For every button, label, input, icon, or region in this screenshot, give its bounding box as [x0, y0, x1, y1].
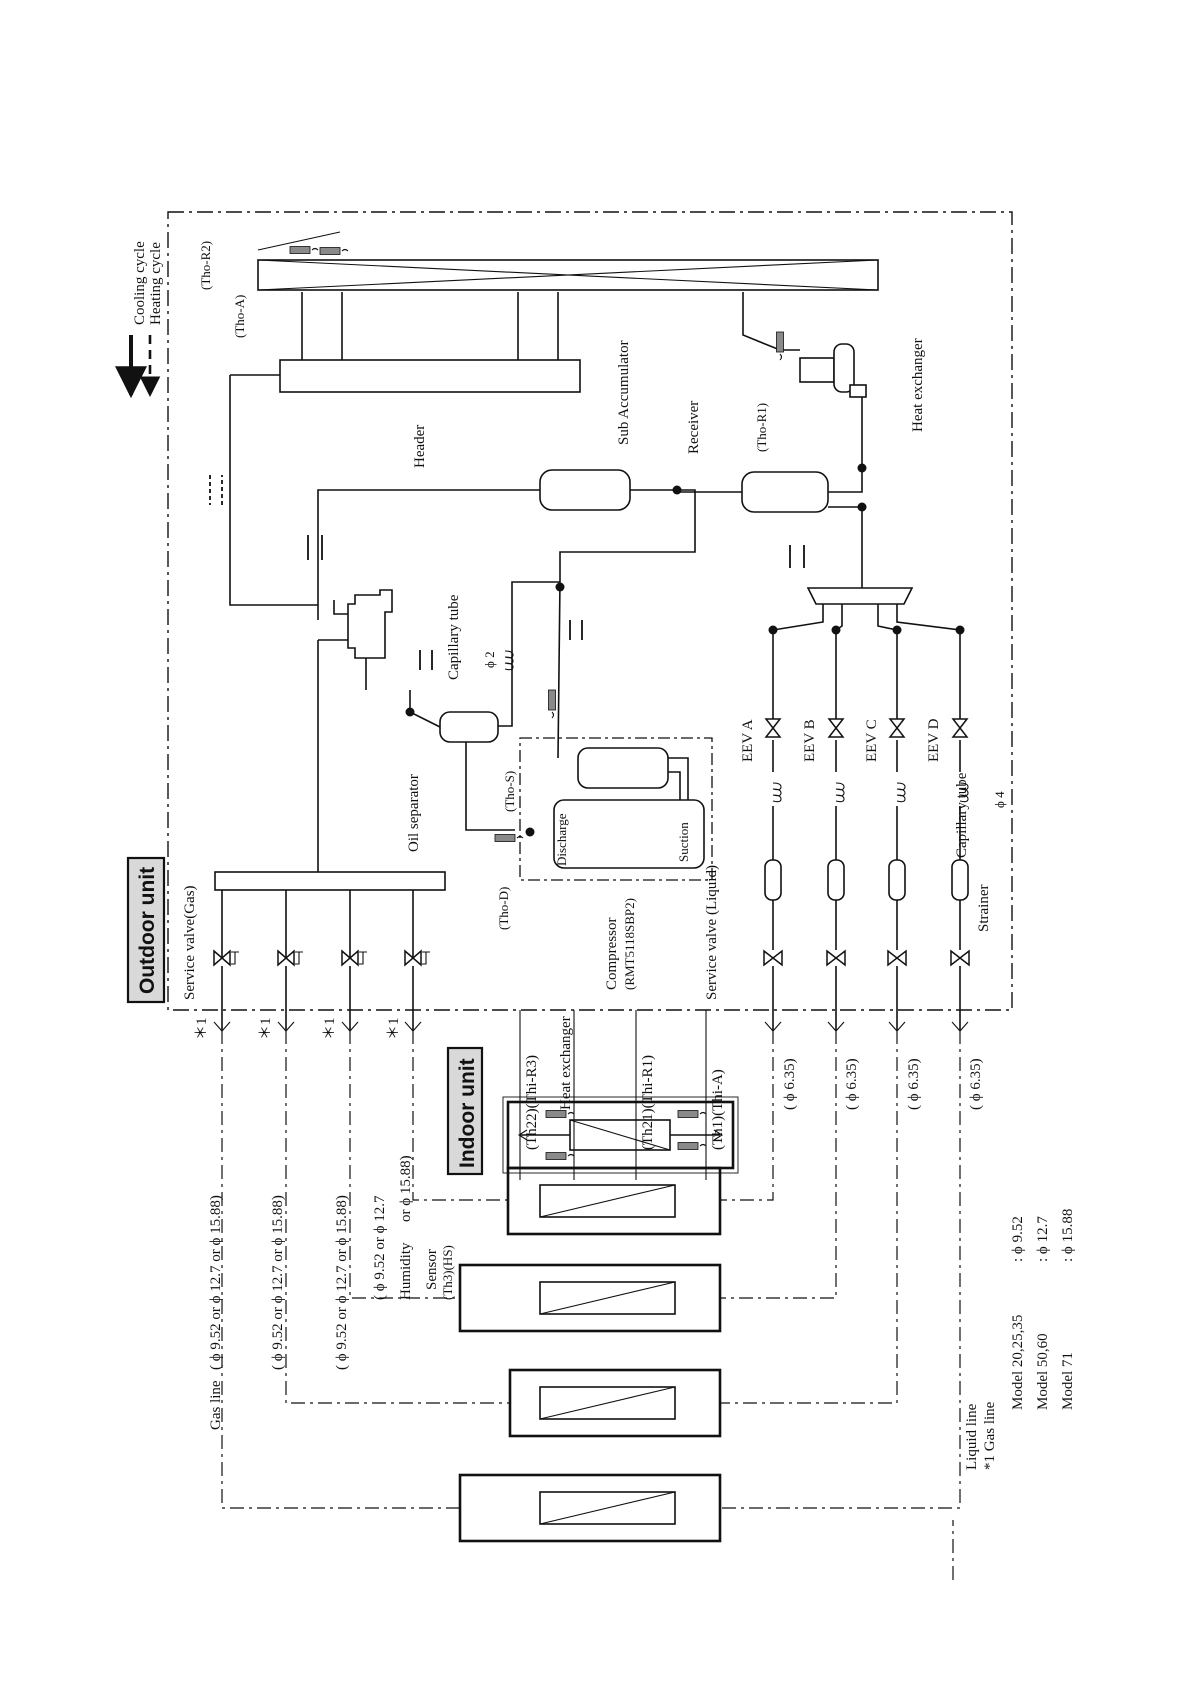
flow-arrows — [209, 475, 805, 670]
label-header-top: Header — [412, 425, 428, 468]
legend-heating-label: Heating cycle — [148, 242, 164, 325]
star1-2: ＊1 — [258, 1017, 274, 1040]
gas-size-4a: ( ϕ 9.52 or ϕ 12.7 — [372, 1195, 388, 1300]
liquid-size-3: ( ϕ 6.35) — [906, 1058, 922, 1110]
label-tho-s: (Tho-S) — [502, 771, 517, 812]
pipe-receiver — [677, 385, 863, 493]
pipe-4way-to-subacc — [317, 489, 540, 620]
note-model-2: Model 50,60 — [1035, 1333, 1051, 1410]
four-way-valve — [318, 589, 393, 690]
label-tho-r2: (Tho-R2) — [198, 241, 213, 290]
outdoor-unit-title: Outdoor unit — [126, 856, 166, 1004]
label-receiver: Receiver — [686, 401, 702, 454]
tho-r1-sensor — [775, 331, 785, 361]
note-size-3: : ϕ 15.88 — [1060, 1209, 1076, 1262]
distributor — [806, 587, 914, 605]
outdoor-unit-boundary — [167, 211, 1013, 1011]
label-compressor: Compressor — [604, 918, 620, 991]
star1-4: ＊1 — [386, 1017, 402, 1040]
outdoor-labels: (Tho-R2) (Tho-A) Heat exchanger Header S… — [182, 241, 1007, 1000]
note-liquid-line: Liquid line — [964, 1403, 980, 1470]
interconnecting-pipes — [221, 1030, 961, 1509]
label-tho-r1: (Tho-R1) — [754, 403, 769, 452]
compressor — [553, 799, 705, 869]
legend-cooling-label: Cooling cycle — [132, 241, 148, 325]
sub-accumulator — [539, 469, 631, 511]
legend: Cooling cycle Heating cycle — [115, 241, 164, 399]
outdoor-heat-exchanger — [257, 259, 879, 291]
note-model-1: Model 20,25,35 — [1010, 1315, 1026, 1410]
label-capillary-size-2: ϕ 4 — [992, 791, 1007, 808]
label-eev-b: EEV B — [802, 719, 818, 762]
label-sensor: Sensor — [424, 1249, 440, 1290]
liquid-size-2: ( ϕ 6.35) — [844, 1058, 860, 1110]
star1-1: ＊1 — [194, 1017, 210, 1040]
label-capillary-size: ϕ 2 — [482, 651, 497, 668]
hx-header-tubes — [301, 292, 559, 360]
label-eev-d: EEV D — [926, 718, 942, 762]
pipe-header-to-4way — [229, 374, 318, 606]
label-th21: (Th21)(Thi-R1) — [640, 1055, 656, 1150]
svg-text:Indoor unit: Indoor unit — [456, 1058, 479, 1168]
note-model-3: Model 71 — [1060, 1352, 1076, 1410]
gas-service-valve-4[interactable] — [404, 950, 431, 966]
label-humidity: Humidity — [398, 1242, 414, 1300]
header-top — [279, 359, 581, 393]
label-indoor-heat-exchanger: Heat exchanger — [558, 1016, 574, 1110]
label-th1: (Th1)(Thi-A) — [710, 1069, 726, 1150]
tho-d-sensor — [494, 833, 524, 843]
liquid-size-4: ( ϕ 6.35) — [968, 1058, 984, 1110]
note-size-1: : ϕ 9.52 — [1010, 1216, 1026, 1262]
label-heat-exchanger: Heat exchanger — [910, 338, 926, 432]
label-oil-separator: Oil separator — [406, 774, 422, 852]
note-size-2: : ϕ 12.7 — [1035, 1216, 1051, 1262]
compressor-accumulator — [577, 747, 669, 789]
label-service-valve-gas: Service valve(Gas) — [182, 885, 198, 1000]
label-capillary-tube: Capillary tube — [446, 594, 462, 680]
indoor-labels: (Th22)(Thi-R3) Heat exchanger (Th21)(Thi… — [398, 1010, 726, 1300]
svg-text:Outdoor unit: Outdoor unit — [136, 867, 159, 994]
label-suction: Suction — [676, 822, 691, 862]
gas-service-valve-2[interactable] — [277, 950, 304, 966]
label-eev-a: EEV A — [740, 719, 756, 762]
notes: Liquid line *1 Gas line Model 20,25,35 :… — [952, 1209, 1076, 1580]
label-tho-d: (Tho-D) — [496, 887, 511, 930]
indoor-unit-title: Indoor unit — [446, 1046, 484, 1176]
tho-r2-sensor-b — [319, 246, 349, 256]
eev-row — [763, 718, 970, 1032]
label-service-valve-liquid: Service valve (Liquid) — [704, 865, 720, 1000]
tho-r2-sensor — [289, 245, 319, 255]
gas-size-3: ( ϕ 9.52 or ϕ 12.7 or ϕ 15.88) — [334, 1195, 350, 1370]
label-strainer: Strainer — [976, 885, 992, 932]
liquid-size-1: ( ϕ 6.35) — [782, 1058, 798, 1110]
pipe-labels: ＊1 ＊1 ＊1 ＊1 ( ϕ 6.35) ( ϕ 6.35) ( ϕ 6.35… — [194, 1017, 984, 1430]
pipe-subacc-to-compressor — [557, 489, 696, 759]
note-gas-line: *1 Gas line — [982, 1401, 998, 1470]
label-sub-accumulator: Sub Accumulator — [616, 340, 632, 445]
gas-size-2: ( ϕ 9.52 or ϕ 12.7 or ϕ 15.88) — [270, 1195, 286, 1370]
label-tho-a: (Tho-A) — [232, 295, 247, 338]
tho-s-sensor — [547, 689, 557, 719]
gas-service-valve-1[interactable] — [213, 950, 240, 966]
label-capillary-tube-2: Capillary tube — [954, 772, 970, 858]
label-th22: (Th22)(Thi-R3) — [524, 1055, 540, 1150]
label-compressor-model: (RMT5118SBP2) — [622, 898, 637, 990]
label-eev-c: EEV C — [864, 719, 880, 762]
gas-service-valve-3[interactable] — [341, 950, 368, 966]
label-th3: (Th3)(HS) — [440, 1245, 455, 1300]
receiver — [741, 471, 829, 513]
star1-3: ＊1 — [322, 1017, 338, 1040]
gas-size-1: ( ϕ 9.52 or ϕ 12.7 or ϕ 15.88) — [208, 1195, 224, 1370]
receiver-inlet-valve — [742, 292, 867, 398]
oil-separator — [439, 711, 499, 743]
header-gas — [214, 871, 446, 891]
label-gas-line: Gas line — [208, 1380, 224, 1430]
label-discharge: Discharge — [554, 813, 569, 866]
pipe-discharge — [465, 742, 515, 831]
compressor-enclosure — [519, 737, 713, 881]
gas-size-4b: or ϕ 15.88) — [398, 1155, 414, 1222]
